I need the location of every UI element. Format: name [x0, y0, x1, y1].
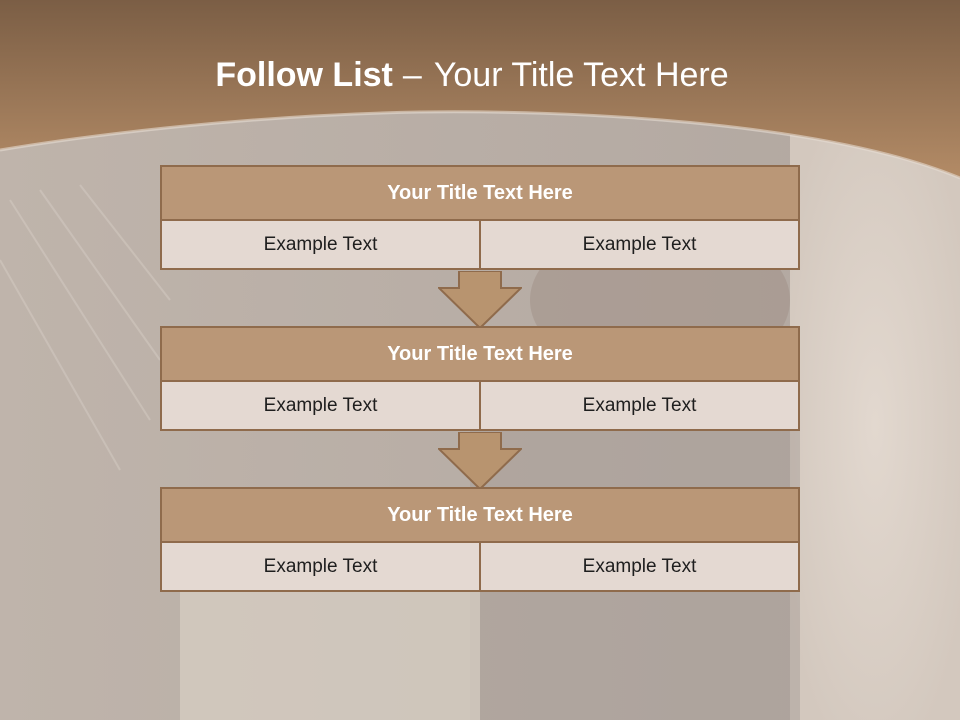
flow-block-title: Your Title Text Here	[160, 326, 800, 382]
slide-title-separator: –	[402, 56, 422, 94]
flow-block-title: Your Title Text Here	[160, 487, 800, 543]
flow-block-title: Your Title Text Here	[160, 165, 800, 221]
down-arrow-icon	[438, 271, 522, 329]
flow-cell-right: Example Text	[481, 543, 800, 592]
flow-block-2: Your Title Text Here Example Text Exampl…	[160, 326, 800, 431]
flow-block-row: Example Text Example Text	[160, 221, 800, 270]
flow-cell-right: Example Text	[481, 221, 800, 270]
flow-cell-right: Example Text	[481, 382, 800, 431]
slide-title-subtitle: Your Title Text Here	[433, 56, 729, 94]
flow-cell-left: Example Text	[160, 382, 481, 431]
flow-cell-left: Example Text	[160, 543, 481, 592]
slide-title: Follow List–Your Title Text Here	[0, 52, 944, 98]
flow-cell-left: Example Text	[160, 221, 481, 270]
flow-block-3: Your Title Text Here Example Text Exampl…	[160, 487, 800, 592]
slide-title-main: Follow List	[215, 56, 393, 94]
flow-block-row: Example Text Example Text	[160, 382, 800, 431]
down-arrow-icon	[438, 432, 522, 490]
flow-block-row: Example Text Example Text	[160, 543, 800, 592]
flow-block-1: Your Title Text Here Example Text Exampl…	[160, 165, 800, 270]
